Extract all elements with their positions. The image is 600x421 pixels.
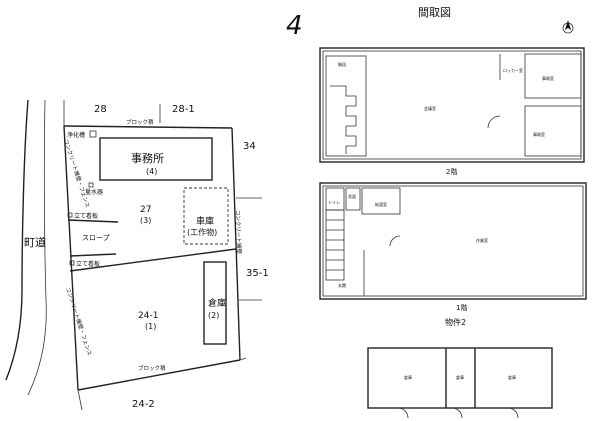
lot24-1-number: (1) — [145, 322, 156, 331]
site-bottom-boundary — [77, 359, 241, 391]
sign1-label: 立て看板 — [74, 212, 98, 220]
lot-divider-27-24-1 — [69, 248, 237, 272]
garage-name: 車庫 — [196, 215, 214, 227]
road-edge-left — [5, 99, 29, 381]
floor2-locker-label: ロッカー室 — [503, 67, 523, 73]
lot27-number: (3) — [140, 216, 151, 225]
site-plan: 町道 28 28-1 ブロック積 34 35-1 浄化槽 コンクリート擁壁・フェ… — [5, 99, 269, 411]
office-name: 事務所 — [131, 151, 164, 165]
lot24-1-name: 24-1 — [138, 311, 158, 321]
top-fence-label: ブロック積 — [126, 118, 154, 126]
floor1-toilet-room — [325, 187, 345, 211]
right-stub — [239, 357, 247, 361]
water-meter-box — [88, 182, 94, 188]
sign2-marker — [69, 260, 75, 266]
warehouse-number: (2) — [208, 311, 219, 320]
right-wall-label: コンクリート擁壁 — [234, 210, 244, 255]
site-right-boundary — [231, 127, 241, 361]
annex-room2-label: 倉庫 — [456, 374, 464, 380]
floor1-main-label: 作業室 — [476, 237, 488, 243]
floor2-room-a-label: 事務室 — [542, 75, 554, 81]
floor1-door-swing — [389, 235, 401, 247]
lot-number-34: 34 — [243, 141, 256, 152]
sign2-label: 立て看板 — [76, 260, 100, 268]
floor2-stairwell-label: 階段 — [338, 61, 346, 67]
floor2-door-swing — [487, 115, 501, 129]
septic-tank-box — [89, 130, 97, 138]
floor1-wash-room — [345, 187, 361, 211]
top-fence-line — [63, 125, 233, 129]
site-left-boundary — [63, 125, 79, 391]
lot-number-35-1: 35-1 — [246, 268, 269, 279]
floor2-room-b — [524, 105, 582, 157]
floor1-outline — [319, 182, 587, 300]
floor1-label: 1階 — [456, 303, 467, 312]
floor1-kitchenette — [361, 187, 401, 215]
lot-number-28: 28 — [94, 104, 107, 115]
sign1-line — [67, 219, 119, 223]
septic-tank-label: 浄化槽 — [67, 131, 85, 139]
floor1-stairwell — [325, 209, 345, 281]
sign1-marker — [67, 212, 73, 218]
warehouse-building — [203, 261, 227, 345]
water-meter-label: 量水器 — [85, 188, 103, 196]
floor1-wash-label: 洗面 — [348, 193, 356, 199]
floor2-stairs-icon — [330, 85, 357, 154]
lot27-name: 27 — [140, 205, 151, 215]
floor1-entrance-label: 玄関 — [338, 282, 346, 288]
annex-outline — [367, 347, 553, 409]
office-number: (4) — [146, 167, 157, 176]
floor2-outline — [319, 47, 585, 163]
road-label: 町道 — [24, 235, 46, 249]
slope-label: スロープ — [82, 234, 110, 242]
left-wall-lower-label: コンクリート擁壁・フェンス — [64, 286, 94, 356]
floor1-inner-wall — [322, 185, 584, 297]
warehouse-name: 倉庫 — [208, 297, 226, 309]
garage-structure — [183, 187, 229, 245]
sign2-line — [69, 253, 117, 257]
lot-number-28-1: 28-1 — [172, 104, 195, 115]
floor-plan: 間取図 階段 会議室 ロッカー室 事務室 事務室 2階 — [319, 6, 587, 419]
floor2-label: 2階 — [446, 167, 457, 176]
floor2-main-label: 会議室 — [424, 105, 436, 111]
office-building — [99, 137, 213, 181]
floor2-inner-wall — [322, 50, 582, 160]
lot-number-24-2: 24-2 — [132, 399, 155, 410]
floor2-stairwell — [325, 55, 367, 157]
floor1-toilet-label: トイレ — [328, 200, 340, 205]
lot-boundary-24-2 — [77, 389, 83, 411]
north-arrow-icon — [562, 20, 574, 34]
floor-plan-title: 間取図 — [418, 6, 451, 19]
handwritten-page-number: 4 — [286, 11, 303, 41]
garage-sub: (工作物) — [187, 227, 217, 237]
building-label: 物件2 — [445, 317, 466, 327]
bottom-fence-label: ブロック積 — [138, 364, 166, 372]
annex-room3-label: 倉庫 — [508, 374, 516, 380]
annex-door-swings — [397, 407, 519, 419]
floor2-room-a — [524, 53, 582, 99]
annex-room1-label: 倉庫 — [404, 374, 412, 380]
road-edge-right — [27, 99, 47, 396]
floor1-kitchenette-label: 給湯室 — [375, 201, 387, 207]
floor1-stairs-icon — [326, 219, 344, 271]
floor2-room-b-label: 事務室 — [533, 131, 545, 137]
